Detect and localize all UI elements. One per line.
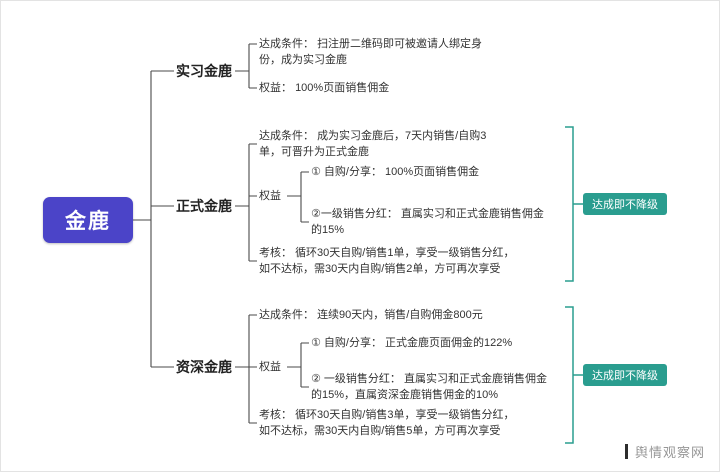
senior-condition: 达成条件： 连续90天内，销售/自购佣金800元 — [259, 307, 521, 323]
official-benefit-2: ②一级销售分红： 直属实习和正式金鹿销售佣金的15% — [311, 208, 544, 236]
senior-condition-text: 连续90天内，销售/自购佣金800元 — [317, 309, 483, 321]
official-assessment-text: 循环30天自购/销售1单，享受一级销售分红，如不达标，需30天内自购/销售2单，… — [259, 247, 515, 275]
branch-label-senior: 资深金鹿 — [176, 359, 232, 375]
intern-condition-key: 达成条件： — [259, 38, 314, 50]
root-label: 金鹿 — [65, 210, 111, 233]
tree-connectors — [133, 43, 309, 424]
root-node: 金鹿 — [43, 197, 133, 243]
senior-condition-key: 达成条件： — [259, 309, 314, 321]
watermark-text: 舆情观察网 — [634, 445, 705, 460]
senior-benefit-label: 权益 — [259, 361, 281, 373]
intern-condition: 达成条件： 扫注册二维码即可被邀请人绑定身份，成为实习金鹿 — [259, 36, 494, 68]
intern-bracket — [235, 43, 257, 89]
senior-assessment: 考核： 循环30天自购/销售3单，享受一级销售分红，如不达标，需30天内自购/销… — [259, 407, 521, 439]
official-scope-bracket — [565, 126, 583, 282]
intern-benefit: 权益： 100%页面销售佣金 — [259, 80, 499, 96]
senior-assessment-text: 循环30天自购/销售3单，享受一级销售分红，如不达标，需30天内自购/销售5单，… — [259, 409, 515, 437]
official-benefits-bracket — [287, 171, 309, 223]
official-condition: 达成条件： 成为实习金鹿后，7天内销售/自购3单，可晋升为正式金鹿 — [259, 128, 494, 160]
official-bracket — [235, 143, 257, 262]
senior-benefit-1: ① 自购/分享： 正式金鹿页面佣金的122% — [311, 337, 513, 349]
intern-condition-text: 扫注册二维码即可被邀请人绑定身份，成为实习金鹿 — [259, 38, 483, 66]
watermark: 舆情观察网 — [624, 442, 705, 461]
senior-assessment-key: 考核： — [259, 409, 292, 421]
root-connector — [133, 70, 174, 368]
intern-benefit-key: 权益： — [259, 82, 292, 94]
senior-scope-bracket — [565, 306, 583, 444]
scope-brackets — [565, 126, 583, 444]
official-assessment: 考核： 循环30天自购/销售1单，享受一级销售分红，如不达标，需30天内自购/销… — [259, 245, 521, 277]
official-benefit-label: 权益 — [259, 190, 281, 202]
official-condition-text: 成为实习金鹿后，7天内销售/自购3单，可晋升为正式金鹿 — [259, 130, 487, 158]
senior-no-downgrade-badge: 达成即不降级 — [583, 364, 667, 386]
senior-benefit-2: ② 一级销售分红： 直属实习和正式金鹿销售佣金的15%，直属资深金鹿销售佣金的1… — [311, 373, 547, 401]
senior-benefits-bracket — [287, 342, 309, 388]
watermark-divider — [624, 444, 628, 459]
branch-label-official: 正式金鹿 — [176, 198, 232, 214]
official-benefit-1: ① 自购/分享： 100%页面销售佣金 — [311, 166, 480, 178]
official-assessment-key: 考核： — [259, 247, 292, 259]
senior-bracket — [235, 314, 257, 424]
intern-benefit-text: 100%页面销售佣金 — [295, 82, 390, 94]
branch-label-intern: 实习金鹿 — [176, 63, 232, 79]
official-condition-key: 达成条件： — [259, 130, 314, 142]
official-no-downgrade-badge: 达成即不降级 — [583, 193, 667, 215]
